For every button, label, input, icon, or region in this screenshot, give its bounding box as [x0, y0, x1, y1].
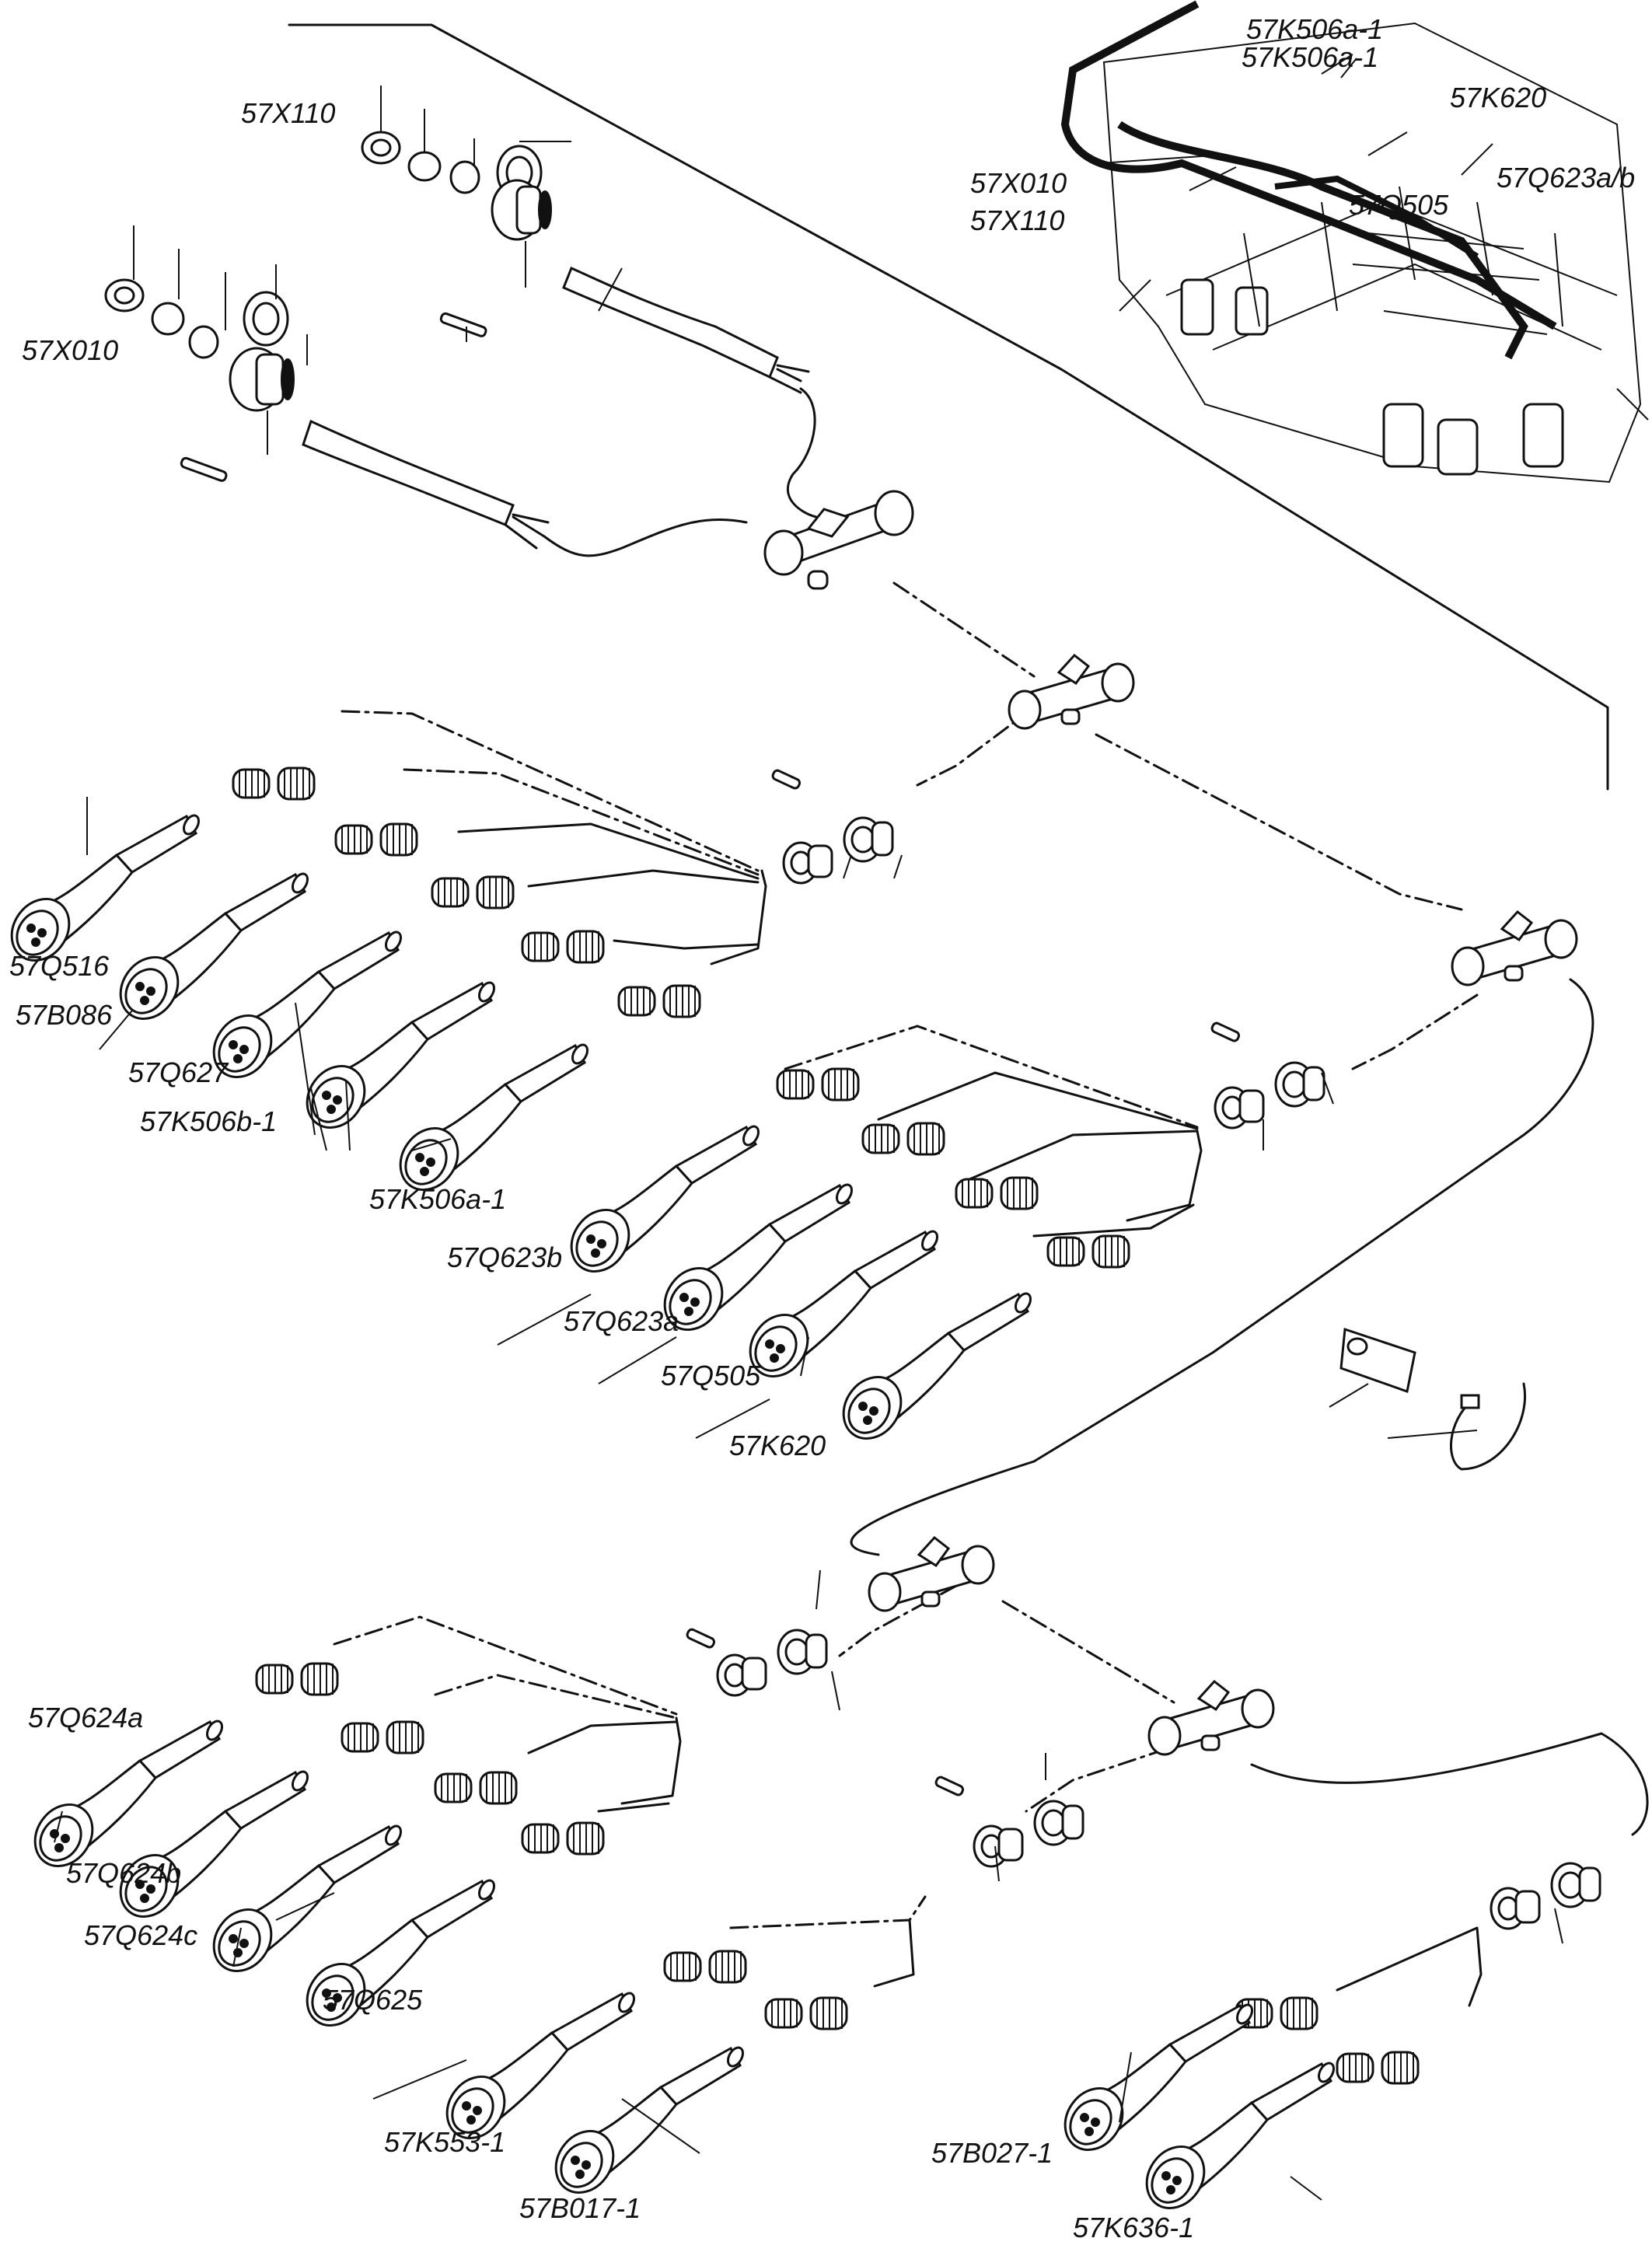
harness-group-e: [1052, 1926, 1483, 2221]
fitting-pairs: [684, 768, 1601, 1930]
accessory-items: [1339, 1327, 1526, 1471]
label-57b017-1: 57B017-1: [519, 2192, 641, 2224]
label-57q624c: 57Q624c: [84, 1919, 197, 1951]
machine-inset: [1060, 0, 1649, 484]
main-trunk: [763, 490, 1649, 1836]
label-inset-57x110: 57X110: [970, 204, 1064, 236]
label-57x010: 57X010: [22, 334, 118, 366]
label-57q627: 57Q627: [128, 1056, 229, 1088]
connector-group-x110-x010: [104, 131, 818, 557]
tee-junction-1: [1008, 654, 1135, 730]
leader-lines: [54, 54, 1563, 2201]
label-inset-57k620: 57K620: [1450, 82, 1546, 113]
harness-group-d: [434, 1895, 927, 2205]
label-57k636-1: 57K636-1: [1073, 2212, 1194, 2243]
harness-group-c: [22, 1615, 682, 2038]
label-57b027-1: 57B027-1: [931, 2137, 1053, 2169]
callout-labels: 57X110 57X010 57K506a-1 57K506a-1 57K620…: [9, 13, 1635, 2243]
harness-group-a: [0, 710, 767, 1203]
label-57q623b: 57Q623b: [447, 1241, 562, 1273]
label-inset-57k506a-1-top: 57K506a-1: [1246, 13, 1383, 45]
tee-junction-3: [868, 1536, 995, 1612]
label-inset-57q623ab: 57Q623a/b: [1497, 162, 1635, 194]
label-57b086: 57B086: [16, 999, 113, 1031]
label-57k553-1: 57K553-1: [384, 2126, 505, 2158]
label-57k620: 57K620: [729, 1430, 826, 1461]
frame-lines: [288, 23, 1609, 791]
tee-junction-4: [1147, 1680, 1275, 1756]
label-inset-57q505: 57Q505: [1349, 189, 1449, 221]
label-inset-57k506a-1-bottom: 57K506a-1: [1242, 41, 1378, 73]
label-57q624b: 57Q624b: [66, 1857, 181, 1889]
label-57k506b-1: 57K506b-1: [140, 1105, 277, 1137]
label-57q623a: 57Q623a: [564, 1305, 679, 1337]
label-57q505: 57Q505: [661, 1360, 761, 1391]
label-57q625: 57Q625: [323, 1984, 423, 2016]
label-57k506a-1: 57K506a-1: [369, 1183, 506, 1215]
label-inset-57x010: 57X010: [970, 167, 1067, 199]
tee-junction-2: [1451, 910, 1578, 986]
label-57q624a: 57Q624a: [28, 1702, 143, 1734]
label-57x110: 57X110: [241, 97, 335, 129]
harness-group-b: [558, 1025, 1203, 1451]
label-57q516: 57Q516: [9, 950, 110, 982]
